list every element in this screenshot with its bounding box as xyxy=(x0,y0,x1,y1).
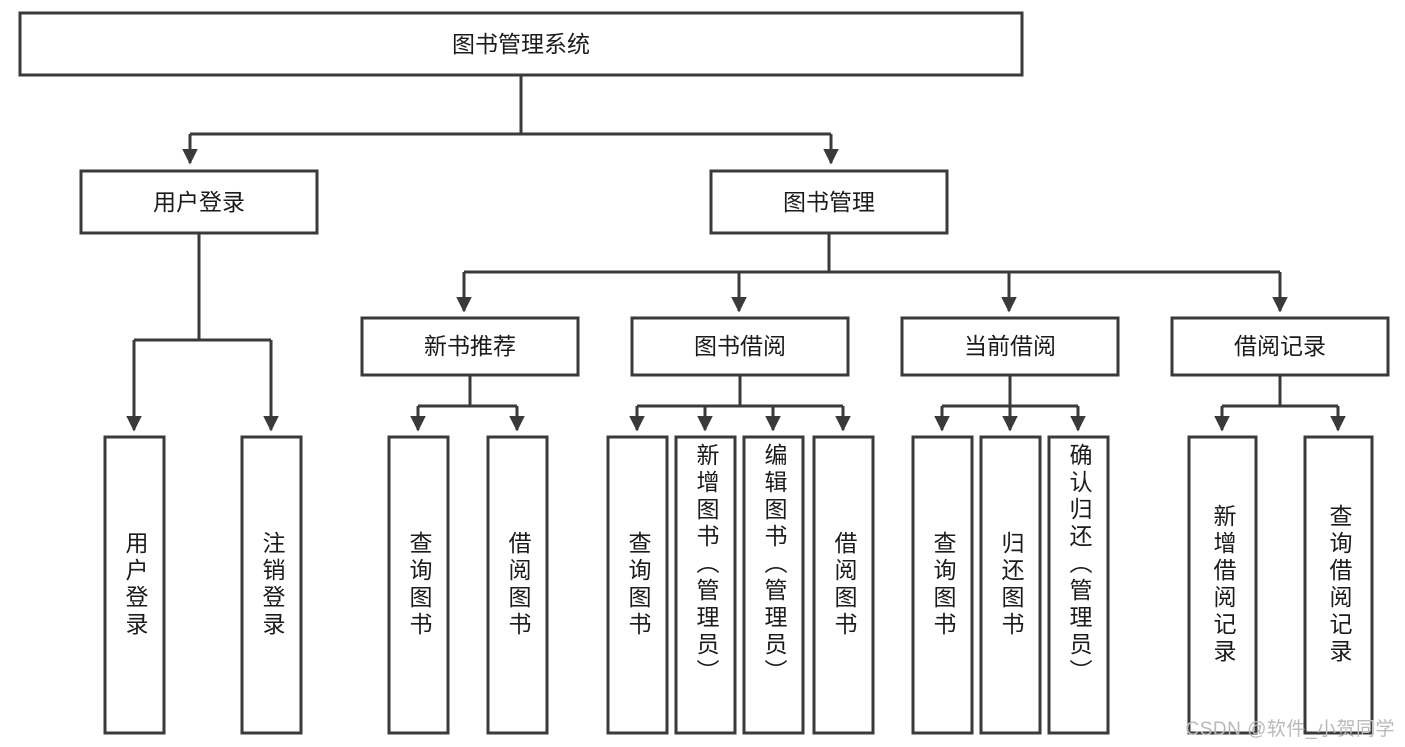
node-leaf-query-record[interactable] xyxy=(1303,435,1374,735)
node-book-borrow-box[interactable] xyxy=(630,316,850,377)
node-borrow-record[interactable]: 借阅记录 xyxy=(1170,316,1390,377)
edge-group-current-borrow xyxy=(934,375,1086,432)
node-new-book-rec[interactable]: 新书推荐 xyxy=(360,316,580,377)
node-root-box[interactable] xyxy=(18,11,1024,77)
node-leaf-borrow-book-2-box[interactable] xyxy=(812,435,875,735)
node-user-login-box[interactable] xyxy=(79,169,319,235)
node-borrow-record-box[interactable] xyxy=(1170,316,1390,377)
node-leaf-query-book-2-box[interactable] xyxy=(606,435,669,735)
node-leaf-confirm-return-admin[interactable] xyxy=(1047,435,1110,735)
node-borrow-record-label: 借阅记录 xyxy=(1234,333,1326,359)
node-book-borrow[interactable]: 图书借阅 xyxy=(630,316,850,377)
node-book-borrow-label: 图书借阅 xyxy=(694,333,786,359)
node-leaf-query-book-3-box[interactable] xyxy=(911,435,974,735)
node-leaf-borrow-book-1-box[interactable] xyxy=(486,435,549,735)
node-leaf-user-logout-box[interactable] xyxy=(240,435,303,735)
node-user-login[interactable]: 用户登录 xyxy=(79,169,319,235)
node-leaf-add-record[interactable] xyxy=(1187,435,1258,735)
node-leaf-edit-book-admin-box[interactable] xyxy=(742,435,805,735)
node-new-book-rec-label: 新书推荐 xyxy=(424,333,516,359)
node-leaf-user-login[interactable] xyxy=(103,435,166,735)
node-leaf-add-record-box[interactable] xyxy=(1187,435,1258,735)
node-book-manage-box[interactable] xyxy=(709,169,949,235)
edge-group-book-manage xyxy=(456,233,1288,313)
edge-group-root xyxy=(182,75,839,165)
node-leaf-borrow-book-1[interactable] xyxy=(486,435,549,735)
node-leaf-return-book-box[interactable] xyxy=(979,435,1042,735)
node-leaf-return-book[interactable] xyxy=(979,435,1042,735)
node-leaf-user-logout[interactable] xyxy=(240,435,303,735)
node-new-book-rec-box[interactable] xyxy=(360,316,580,377)
node-leaf-borrow-book-2[interactable] xyxy=(812,435,875,735)
node-leaf-add-book-admin[interactable] xyxy=(674,435,737,735)
node-current-borrow[interactable]: 当前借阅 xyxy=(900,316,1120,377)
edge-group-borrow-record xyxy=(1214,375,1346,432)
node-book-manage-label: 图书管理 xyxy=(783,189,875,215)
node-leaf-add-book-admin-box[interactable] xyxy=(674,435,737,735)
node-leaf-query-book-1-box[interactable] xyxy=(387,435,450,735)
node-leaf-query-book-1[interactable] xyxy=(387,435,450,735)
edge-group-book-borrow xyxy=(629,375,851,432)
node-leaf-query-book-2[interactable] xyxy=(606,435,669,735)
node-current-borrow-box[interactable] xyxy=(900,316,1120,377)
edge-group-new-book-rec xyxy=(410,375,525,432)
node-user-login-label: 用户登录 xyxy=(153,189,245,215)
node-leaf-user-login-box[interactable] xyxy=(103,435,166,735)
node-leaf-edit-book-admin[interactable] xyxy=(742,435,805,735)
node-root[interactable]: 图书管理系统 xyxy=(18,11,1024,77)
node-leaf-query-record-box[interactable] xyxy=(1303,435,1374,735)
node-book-manage[interactable]: 图书管理 xyxy=(709,169,949,235)
node-leaf-query-book-3[interactable] xyxy=(911,435,974,735)
edge-group-user-login xyxy=(126,233,279,432)
node-current-borrow-label: 当前借阅 xyxy=(964,333,1056,359)
node-root-label: 图书管理系统 xyxy=(452,31,590,57)
node-leaf-confirm-return-admin-box[interactable] xyxy=(1047,435,1110,735)
